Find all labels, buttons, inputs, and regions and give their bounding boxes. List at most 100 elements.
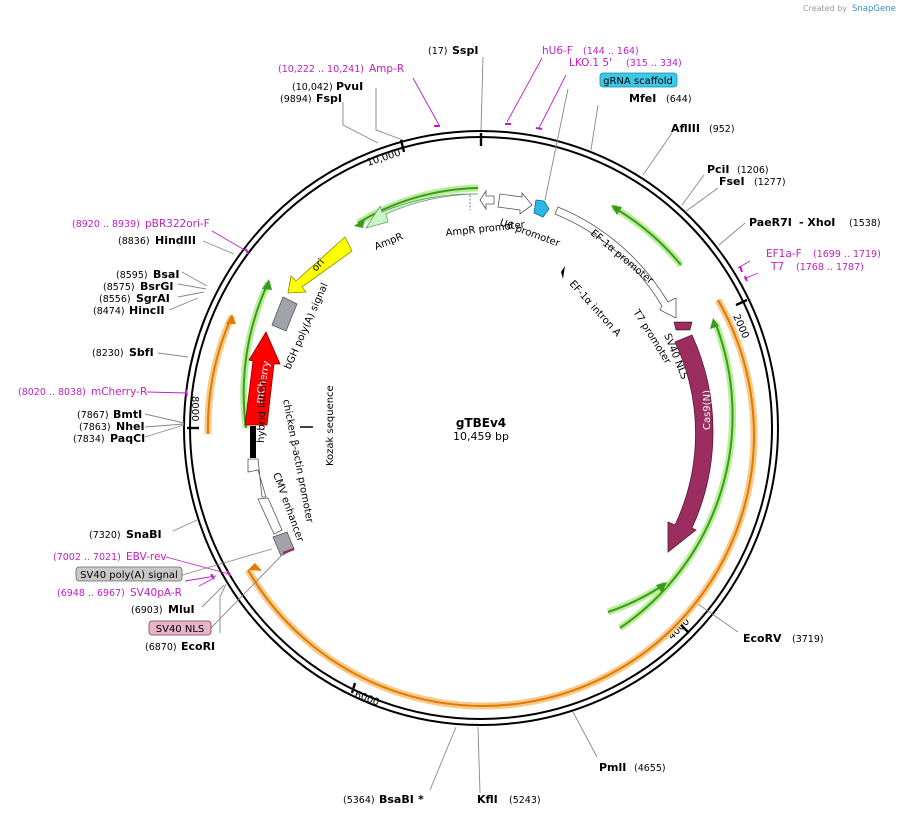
primer-range-hu6f: (144 .. 164) xyxy=(583,46,639,57)
feature-sv40-nls-right[interactable] xyxy=(673,321,693,331)
site-bmti[interactable]: BmtI xyxy=(113,408,142,421)
site-pos-sgrai: (8556) xyxy=(99,294,131,305)
primer-leaders xyxy=(146,57,759,587)
site-pmli[interactable]: PmlI xyxy=(599,761,626,774)
site-hindiii[interactable]: HindIII xyxy=(155,234,196,247)
label-hybrid-intron: hybrid intron xyxy=(256,378,269,443)
feature-chicken-actin[interactable] xyxy=(247,458,267,498)
orange-arc-head xyxy=(248,563,262,571)
primer-range-sv40par: (6948 .. 6967) xyxy=(57,588,125,599)
site-pos-fspi: (9894) xyxy=(280,94,312,105)
plasmid-length: 10,459 bp xyxy=(453,430,509,443)
feature-ampr-promoter[interactable] xyxy=(479,189,495,211)
site-sbfi[interactable]: SbfI xyxy=(129,346,154,359)
primer-sv40par[interactable]: SV40pA-R xyxy=(130,587,182,599)
site-pos-paqci: (7834) xyxy=(73,434,105,445)
orange-arc-left-glow xyxy=(204,314,236,435)
site-ecorv[interactable]: EcoRV xyxy=(743,632,782,645)
primer-range-t7: (1768 .. 1787) xyxy=(796,262,864,273)
orange-arc xyxy=(247,299,755,708)
site-pos-sbfi: (8230) xyxy=(92,348,124,359)
label-u6-promoter: U6 promoter xyxy=(498,217,562,249)
site-mlui[interactable]: MluI xyxy=(168,603,195,616)
primer-range-lko1: (315 .. 334) xyxy=(626,58,682,69)
primer-t7[interactable]: T7 xyxy=(770,261,784,273)
primer-ebvrev[interactable]: EBV-rev xyxy=(126,551,167,563)
site-pos-aflii: (952) xyxy=(709,124,735,135)
box-sv40-nls[interactable] xyxy=(148,620,212,636)
primer-range-ebvrev: (7002 .. 7021) xyxy=(53,552,121,563)
tick-label-8000: 8000 xyxy=(189,396,200,421)
site-hincii[interactable]: HincII xyxy=(129,304,165,317)
site-bsrgi[interactable]: BsrGI xyxy=(140,280,173,293)
feature-grna-scaffold[interactable] xyxy=(533,199,550,218)
site-pos-bsai: (8595) xyxy=(116,270,148,281)
primer-range-pbr322: (8920 .. 8939) xyxy=(72,219,140,230)
feature-cas9[interactable] xyxy=(667,334,714,553)
primer-hu6f[interactable]: hU6-F xyxy=(542,45,573,57)
tick-label-6000: 6000 xyxy=(353,689,381,708)
site-mfei[interactable]: MfeI xyxy=(629,92,656,105)
site-pos-bsrgi: (8575) xyxy=(103,282,135,293)
site-bsai[interactable]: BsaI xyxy=(153,268,179,281)
site-pcii[interactable]: PciI xyxy=(707,163,729,176)
label-kozak: Kozak sequence xyxy=(325,385,336,466)
label-sv40-nls-box: SV40 NLS xyxy=(156,624,205,635)
site-fspi[interactable]: FspI xyxy=(316,92,342,105)
site-fsei[interactable]: FseI xyxy=(719,175,745,188)
primer-pbr322[interactable]: pBR322ori-F xyxy=(145,218,210,230)
label-ef1a-promoter: EF-1α promoter xyxy=(588,228,656,287)
box-sv40-polya[interactable] xyxy=(75,566,183,582)
box-grna-scaffold[interactable] xyxy=(599,72,678,88)
label-sv40-polya: SV40 poly(A) signal xyxy=(80,570,178,581)
site-xhoi[interactable]: - XhoI xyxy=(799,216,835,229)
site-pos-hincii: (8474) xyxy=(93,306,125,317)
plasmid-name: gTBEv4 xyxy=(456,416,506,430)
orange-arc-left xyxy=(206,315,233,435)
primer-lko1[interactable]: LKO.1 5' xyxy=(569,57,612,69)
site-kfli[interactable]: KflI xyxy=(477,793,498,806)
primer-range-ampr: (10,222 .. 10,241) xyxy=(278,64,364,75)
site-pos-sspi: (17) xyxy=(428,46,448,57)
site-paer7i[interactable]: PaeR7I xyxy=(749,216,792,229)
site-pos-bsabi: (5364) xyxy=(343,795,375,806)
primer-mcherryr[interactable]: mCherry-R xyxy=(91,386,147,398)
site-leaders xyxy=(144,56,746,794)
site-pvui[interactable]: PvuI xyxy=(336,80,363,93)
site-paqci[interactable]: PaqCI xyxy=(110,432,145,445)
site-sgrai[interactable]: SgrAI xyxy=(136,292,170,305)
snapgene-logo: SnapGene xyxy=(852,4,896,14)
feature-mcherry[interactable] xyxy=(244,331,281,426)
primer-ampr[interactable]: Amp-R xyxy=(369,63,404,75)
feature-ef1a-promoter[interactable] xyxy=(554,206,677,319)
site-aflii[interactable]: AflIII xyxy=(671,122,700,135)
site-pos-kfli: (5243) xyxy=(509,795,541,806)
primer-range-ef1af: (1699 .. 1719) xyxy=(813,249,881,260)
feature-ori[interactable] xyxy=(287,236,353,294)
primer-range-mcherryr: (8020 .. 8038) xyxy=(18,387,86,398)
site-pos-fsei: (1277) xyxy=(754,177,786,188)
site-ecori[interactable]: EcoRI xyxy=(181,640,215,653)
site-pos-mfei: (644) xyxy=(666,94,692,105)
label-ef1a-intron: EF-1α intron A xyxy=(567,279,623,339)
site-pos-pcii: (1206) xyxy=(737,165,769,176)
site-pos-hindiii: (8836) xyxy=(118,236,150,247)
label-bgh-polya: bGH poly(A) signal xyxy=(283,281,331,371)
site-pos-snabi: (7320) xyxy=(89,530,121,541)
feature-ampr[interactable] xyxy=(365,193,479,229)
orange-arc-left-head xyxy=(226,314,236,324)
watermark-prefix: Created by xyxy=(803,4,847,13)
ruler-ticks xyxy=(187,133,748,694)
feature-cmv-enhancer[interactable] xyxy=(257,497,283,535)
feature-u6-promoter[interactable] xyxy=(497,191,533,215)
backbone-outer xyxy=(183,130,779,726)
feature-bgh-polya[interactable] xyxy=(271,296,298,332)
site-snabi[interactable]: SnaBI xyxy=(126,528,162,541)
site-bsabi-star: * xyxy=(418,793,424,806)
site-nhei[interactable]: NheI xyxy=(116,420,145,433)
site-pos-ecorv: (3719) xyxy=(792,634,824,645)
feature-hybrid-intron[interactable] xyxy=(250,426,256,458)
site-bsabi[interactable]: BsaBI xyxy=(379,793,414,806)
primer-ef1af[interactable]: EF1a-F xyxy=(766,248,802,260)
site-sspi[interactable]: SspI xyxy=(452,44,478,57)
